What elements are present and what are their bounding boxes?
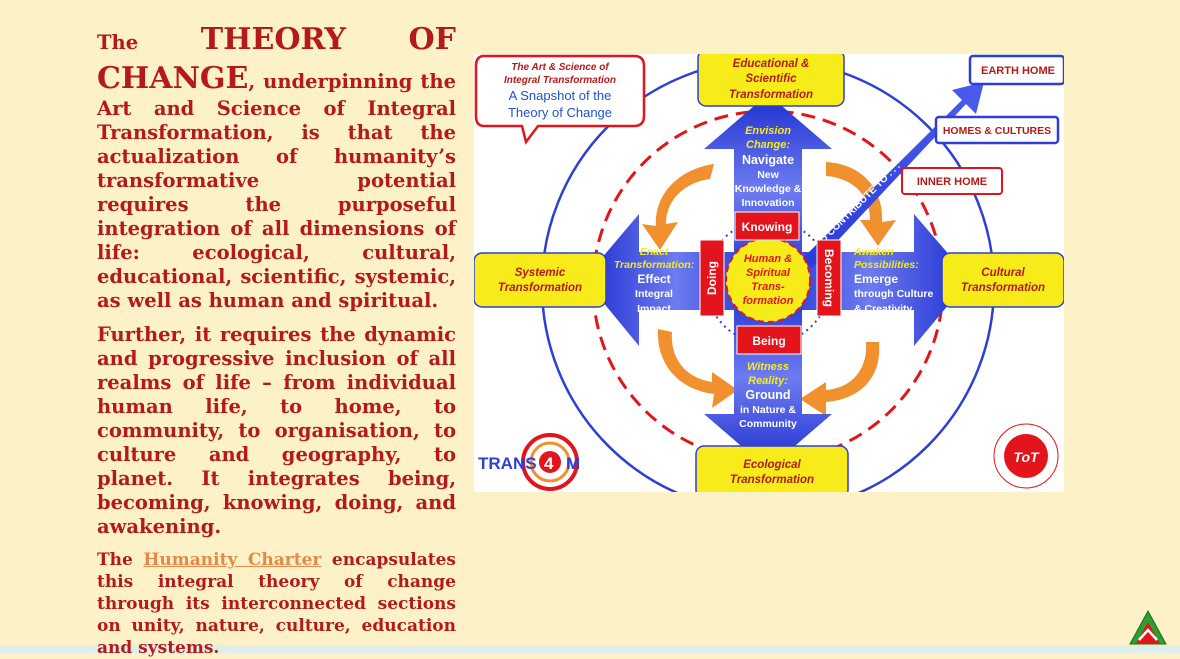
heading-line: The THEORY OF (97, 22, 456, 61)
left-line5: Impact (637, 303, 671, 315)
cultural-line1: Cultural (981, 267, 1025, 279)
arrow-left (584, 214, 768, 346)
down-line2: Reality: (748, 375, 788, 387)
down-line1: Witness (747, 361, 789, 373)
cultural-box (941, 252, 1064, 308)
homes-cultures-label: HOMES & CULTURES (943, 125, 1051, 137)
trans4m-logo: TRANS 4 M (474, 430, 584, 492)
word-the: The (97, 31, 139, 54)
down-line3: Ground (745, 388, 790, 402)
paragraph-inclusion: Further, it requires the dynamic and pro… (97, 323, 456, 538)
right-line3: Emerge (854, 272, 898, 286)
callout-line1: The Art & Science of (511, 62, 610, 73)
paragraph-theory: The THEORY OF CHANGE, underpinning the A… (97, 22, 456, 313)
paragraph1-rest: , underpinning the Art and Science of In… (97, 70, 456, 312)
tot-academy-logo: ToT (988, 420, 1064, 492)
charter-suffix: encapsulates this integral theory of cha… (97, 550, 456, 658)
educational-line3: Transformation (729, 89, 813, 101)
being-box (736, 325, 802, 355)
scroll-top-button[interactable] (1127, 608, 1169, 650)
bottom-strip (0, 645, 1180, 653)
trans4m-text-c: M (566, 454, 580, 473)
callout-line4: Theory of Change (508, 105, 612, 120)
trans4m-text-b: 4 (544, 454, 554, 473)
right-line5: & Creativity (854, 303, 913, 315)
left-line2: Transformation: (614, 259, 694, 271)
being-label: Being (752, 334, 785, 348)
center-line4: formation (743, 295, 794, 307)
inner-home-label: INNER HOME (917, 176, 987, 188)
up-line4: New (757, 169, 779, 181)
systemic-box (474, 252, 607, 308)
orange-arrow-top-right (826, 162, 896, 246)
knowing-box (734, 211, 800, 241)
systemic-line2: Transformation (498, 282, 582, 294)
educational-line1: Educational & (733, 58, 810, 70)
orange-arrow-top-left (642, 164, 714, 250)
up-line3: Navigate (742, 153, 794, 167)
chevron-up-stroke (1138, 628, 1158, 641)
right-line2: Possibilities: (854, 259, 919, 271)
right-line1: Awaken (853, 246, 894, 258)
callout-line2: Integral Transformation (504, 75, 616, 86)
theory-of-change-diagram: TO CONTRIBUTE TO . . . Human & Spiritual… (474, 54, 1064, 492)
left-line3: Effect (637, 272, 670, 286)
cultural-line2: Transformation (961, 282, 1045, 294)
charter-prefix: The (97, 550, 144, 570)
diagram-svg: TO CONTRIBUTE TO . . . Human & Spiritual… (474, 54, 1064, 492)
callout-box (474, 54, 646, 145)
callout-line3: A Snapshot of the (509, 88, 612, 103)
earth-home-label: EARTH HOME (981, 65, 1055, 77)
knowing-label: Knowing (742, 220, 793, 234)
down-line5: Community (739, 418, 797, 430)
trans4m-text-a: TRANS (478, 454, 537, 473)
center-line3: Trans- (751, 281, 785, 293)
center-line2: Spiritual (746, 267, 791, 279)
word-of: OF (408, 22, 456, 57)
orange-arrow-bottom-left (657, 329, 738, 408)
tot-mark: ToT (1013, 449, 1040, 465)
ecological-line1: Ecological (743, 459, 801, 471)
educational-box (697, 54, 845, 107)
becoming-label: Becoming (822, 249, 836, 307)
ecological-line2: Transformation (730, 474, 814, 486)
right-line4: through Culture (854, 288, 933, 300)
up-line5: Knowledge & (735, 183, 802, 195)
doing-label: Doing (705, 261, 719, 295)
becoming-box (816, 239, 842, 317)
systemic-line1: Systemic (515, 267, 566, 279)
up-line6: Innovation (741, 197, 794, 209)
homes-cultures-box (934, 115, 1060, 145)
paragraph-charter: The Humanity Charter encapsulates this i… (97, 549, 456, 659)
ecological-box (695, 445, 849, 492)
orange-cycle-arrows (642, 162, 896, 416)
up-line1: Envision (745, 125, 791, 137)
down-line4: in Nature & (740, 404, 796, 416)
word-theory: THEORY (200, 22, 346, 57)
center-circle (725, 237, 811, 323)
inner-home-box (901, 167, 1003, 195)
left-line1: Enact (640, 246, 669, 258)
up-line2: Change: (746, 139, 790, 151)
article-text: The THEORY OF CHANGE, underpinning the A… (97, 22, 456, 659)
earth-home-box (968, 54, 1064, 86)
doing-box (699, 239, 725, 317)
educational-line2: Scientific (745, 73, 797, 85)
word-change: CHANGE (97, 61, 249, 96)
center-line1: Human & (744, 253, 792, 265)
humanity-charter-link[interactable]: Humanity Charter (143, 550, 322, 570)
arrow-right (768, 214, 970, 346)
left-line4: Integral (635, 288, 673, 300)
orange-arrow-bottom-right (800, 342, 880, 416)
